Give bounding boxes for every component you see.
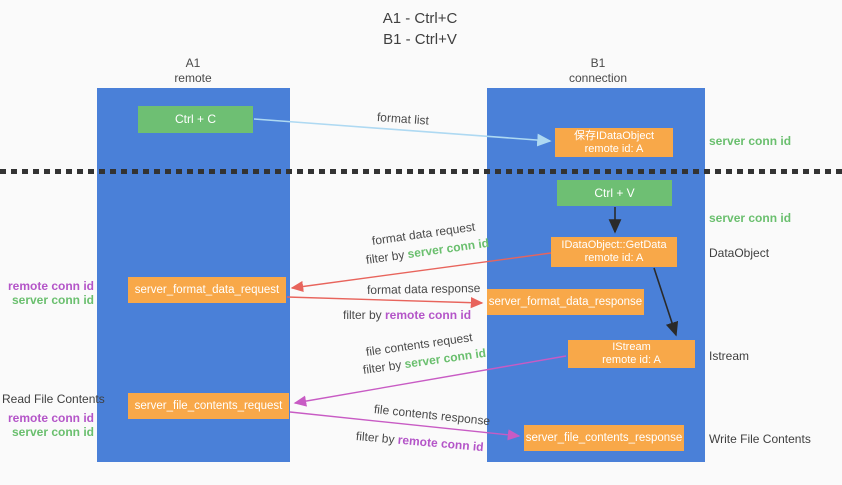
filter-remote-conn-id: remote conn id xyxy=(385,308,472,322)
node-istream-line2: remote id: A xyxy=(602,354,661,366)
annotation-remote-conn-id-1: remote conn id xyxy=(7,279,94,293)
dotted-separator-line xyxy=(0,169,842,174)
lane-b1-name: connection xyxy=(568,71,628,85)
annotation-server-conn-id-top: server conn id xyxy=(709,134,792,148)
arrow-getdata-to-istream xyxy=(653,267,679,337)
node-istream[interactable]: IStream remote id: A xyxy=(568,340,695,368)
node-server-file-contents-response-label: server_file_contents_response xyxy=(525,431,683,444)
arrow-format-list xyxy=(253,118,552,147)
node-server-file-contents-request[interactable]: server_file_contents_request xyxy=(128,393,289,419)
annotation-server-conn-id-mid: server conn id xyxy=(709,211,792,225)
title-line-2: B1 - Ctrl+V xyxy=(383,31,457,48)
arrow-file-contents-request xyxy=(293,355,567,407)
annotation-read-file-contents: Read File Contents xyxy=(2,392,105,406)
annotation-remote-conn-id-2: remote conn id xyxy=(7,411,94,425)
annotation-server-conn-id-1: server conn id xyxy=(11,293,94,307)
node-save-idataobject[interactable]: 保存IDataObject remote id: A xyxy=(555,128,673,157)
node-server-file-contents-response[interactable]: server_file_contents_response xyxy=(524,425,684,451)
lane-b1-id: B1 xyxy=(590,56,606,70)
lane-a1-id: A1 xyxy=(185,56,201,70)
annotation-istream: Istream xyxy=(709,349,750,363)
filter-by-text: filter by xyxy=(343,308,386,322)
arrow-file-contents-response xyxy=(289,411,521,441)
arrow-format-data-response xyxy=(286,296,484,309)
node-save-idataobject-line1: 保存IDataObject xyxy=(573,129,655,142)
lane-a1-name: remote xyxy=(174,71,212,85)
node-server-format-data-response[interactable]: server_format_data_response xyxy=(487,289,644,315)
node-getdata-line1: IDataObject::GetData xyxy=(561,239,667,251)
node-save-idataobject-line2: remote id: A xyxy=(584,142,644,155)
annotation-write-file-contents: Write File Contents xyxy=(709,432,811,446)
node-ctrl-v[interactable]: Ctrl + V xyxy=(557,180,672,206)
node-server-format-data-response-label: server_format_data_response xyxy=(488,295,643,308)
label-format-data-response: format data response xyxy=(366,281,481,297)
diagram-title: A1 - Ctrl+C B1 - Ctrl+V xyxy=(300,8,540,50)
node-ctrl-v-label: Ctrl + V xyxy=(594,185,635,200)
node-server-file-contents-request-label: server_file_contents_request xyxy=(134,399,283,412)
node-server-format-data-request[interactable]: server_format_data_request xyxy=(128,277,286,303)
node-getdata-line2: remote id: A xyxy=(584,252,644,264)
node-istream-line1: IStream xyxy=(612,341,651,353)
title-line-1: A1 - Ctrl+C xyxy=(382,10,458,27)
lane-header-b1: B1 connection xyxy=(518,56,678,86)
label-filter-by-remote-conn-id-1: filter by remote conn id xyxy=(343,308,471,322)
node-server-format-data-request-label: server_format_data_request xyxy=(134,283,280,296)
annotation-server-conn-id-2: server conn id xyxy=(11,425,94,439)
annotation-dataobject: DataObject xyxy=(709,246,770,260)
node-ctrl-c-label: Ctrl + C xyxy=(174,112,216,126)
node-ctrl-c[interactable]: Ctrl + C xyxy=(138,106,253,133)
node-idataobject-getdata[interactable]: IDataObject::GetData remote id: A xyxy=(551,237,677,267)
lane-header-a1: A1 remote xyxy=(113,56,273,86)
arrow-format-data-request xyxy=(290,252,552,293)
